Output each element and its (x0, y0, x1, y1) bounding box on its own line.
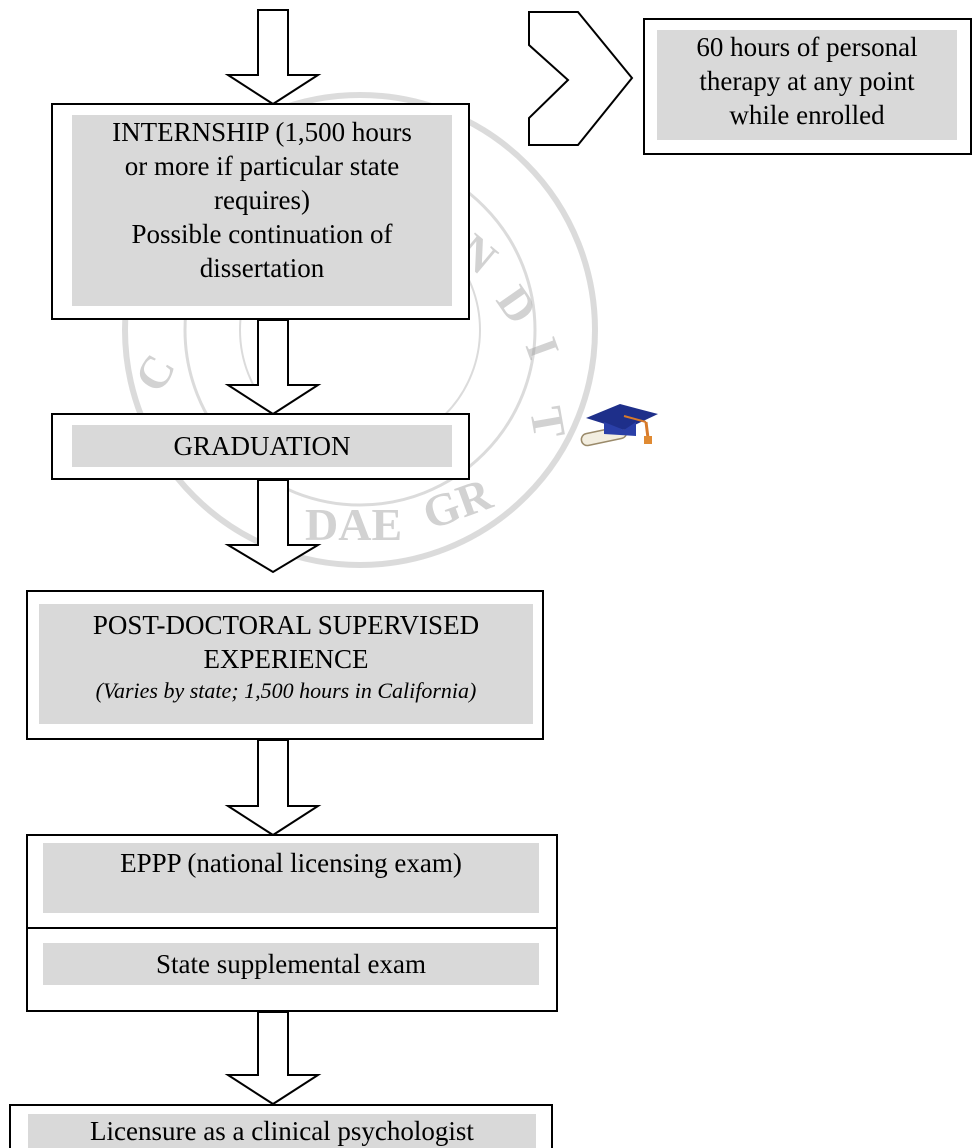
exam-box: EPPP (national licensing exam) State sup… (26, 834, 558, 1012)
internship-line-2: or more if particular state (124, 151, 400, 181)
internship-box: INTERNSHIP (1,500 hours or more if parti… (51, 103, 470, 320)
graduation-box: GRADUATION (51, 413, 470, 480)
internship-text: INTERNSHIP (1,500 hours or more if parti… (72, 115, 452, 306)
internship-line-3: requires) (214, 185, 310, 215)
graduation-cap-diploma-icon (578, 400, 668, 455)
svg-text:DAE: DAE (305, 499, 402, 550)
arrow-internship-to-graduation (224, 319, 322, 416)
exam-divider (28, 927, 556, 929)
internship-line-1: INTERNSHIP (1,500 hours (112, 117, 412, 147)
internship-line-5: dissertation (199, 253, 325, 283)
licensure-label: Licensure as a clinical psychologist (28, 1114, 536, 1148)
arrow-graduation-to-postdoc (224, 479, 322, 574)
eppp-label: EPPP (national licensing exam) (43, 843, 539, 913)
internship-line-4: Possible continuation of (131, 219, 393, 249)
therapy-box: 60 hours of personal therapy at any poin… (643, 18, 972, 155)
arrow-into-internship (224, 9, 322, 106)
arrow-exam-to-licensure (224, 1011, 322, 1106)
therapy-line-3: while enrolled (729, 100, 885, 130)
postdoc-line-2: EXPERIENCE (203, 644, 369, 674)
arrow-postdoc-to-eppp (224, 739, 322, 837)
graduation-label: GRADUATION (72, 425, 452, 467)
state-exam-label: State supplemental exam (43, 943, 539, 985)
therapy-line-1: 60 hours of personal (696, 32, 918, 62)
postdoc-note: (Varies by state; 1,500 hours in Califor… (95, 678, 477, 703)
therapy-line-2: therapy at any point (699, 66, 915, 96)
postdoc-line-1: POST-DOCTORAL SUPERVISED (92, 610, 480, 640)
postdoc-text: POST-DOCTORAL SUPERVISED EXPERIENCE (Var… (39, 604, 533, 724)
licensure-box: Licensure as a clinical psychologist (9, 1104, 553, 1148)
chevron-arrow-therapy (528, 11, 634, 146)
therapy-text: 60 hours of personal therapy at any poin… (657, 30, 957, 140)
postdoc-box: POST-DOCTORAL SUPERVISED EXPERIENCE (Var… (26, 590, 544, 740)
